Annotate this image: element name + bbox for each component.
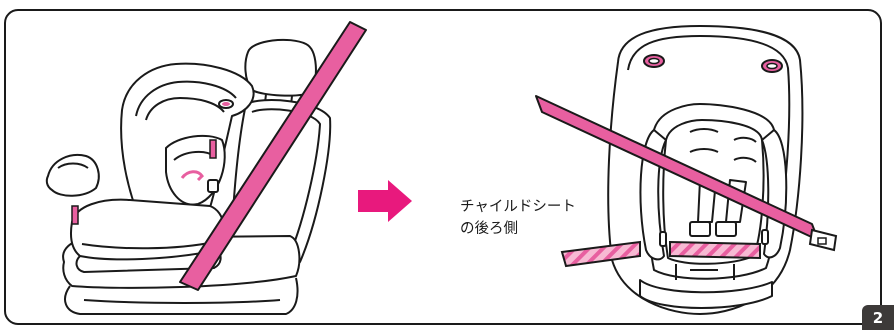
left-seat-accents <box>71 102 230 225</box>
callout-line-1: チャイルドシート <box>460 199 576 215</box>
right-child-seat <box>607 25 804 315</box>
right-seat-belt <box>535 95 838 268</box>
diagram-frame <box>4 9 882 325</box>
right-seat-handles <box>643 54 783 73</box>
callout-line-2: の後ろ側 <box>460 221 518 237</box>
left-seat-belt <box>179 21 367 291</box>
right-arrow-icon <box>358 180 412 222</box>
page-number-badge: 2 <box>862 305 894 330</box>
seat-rear-callout: チャイルドシート の後ろ側 <box>460 196 576 240</box>
